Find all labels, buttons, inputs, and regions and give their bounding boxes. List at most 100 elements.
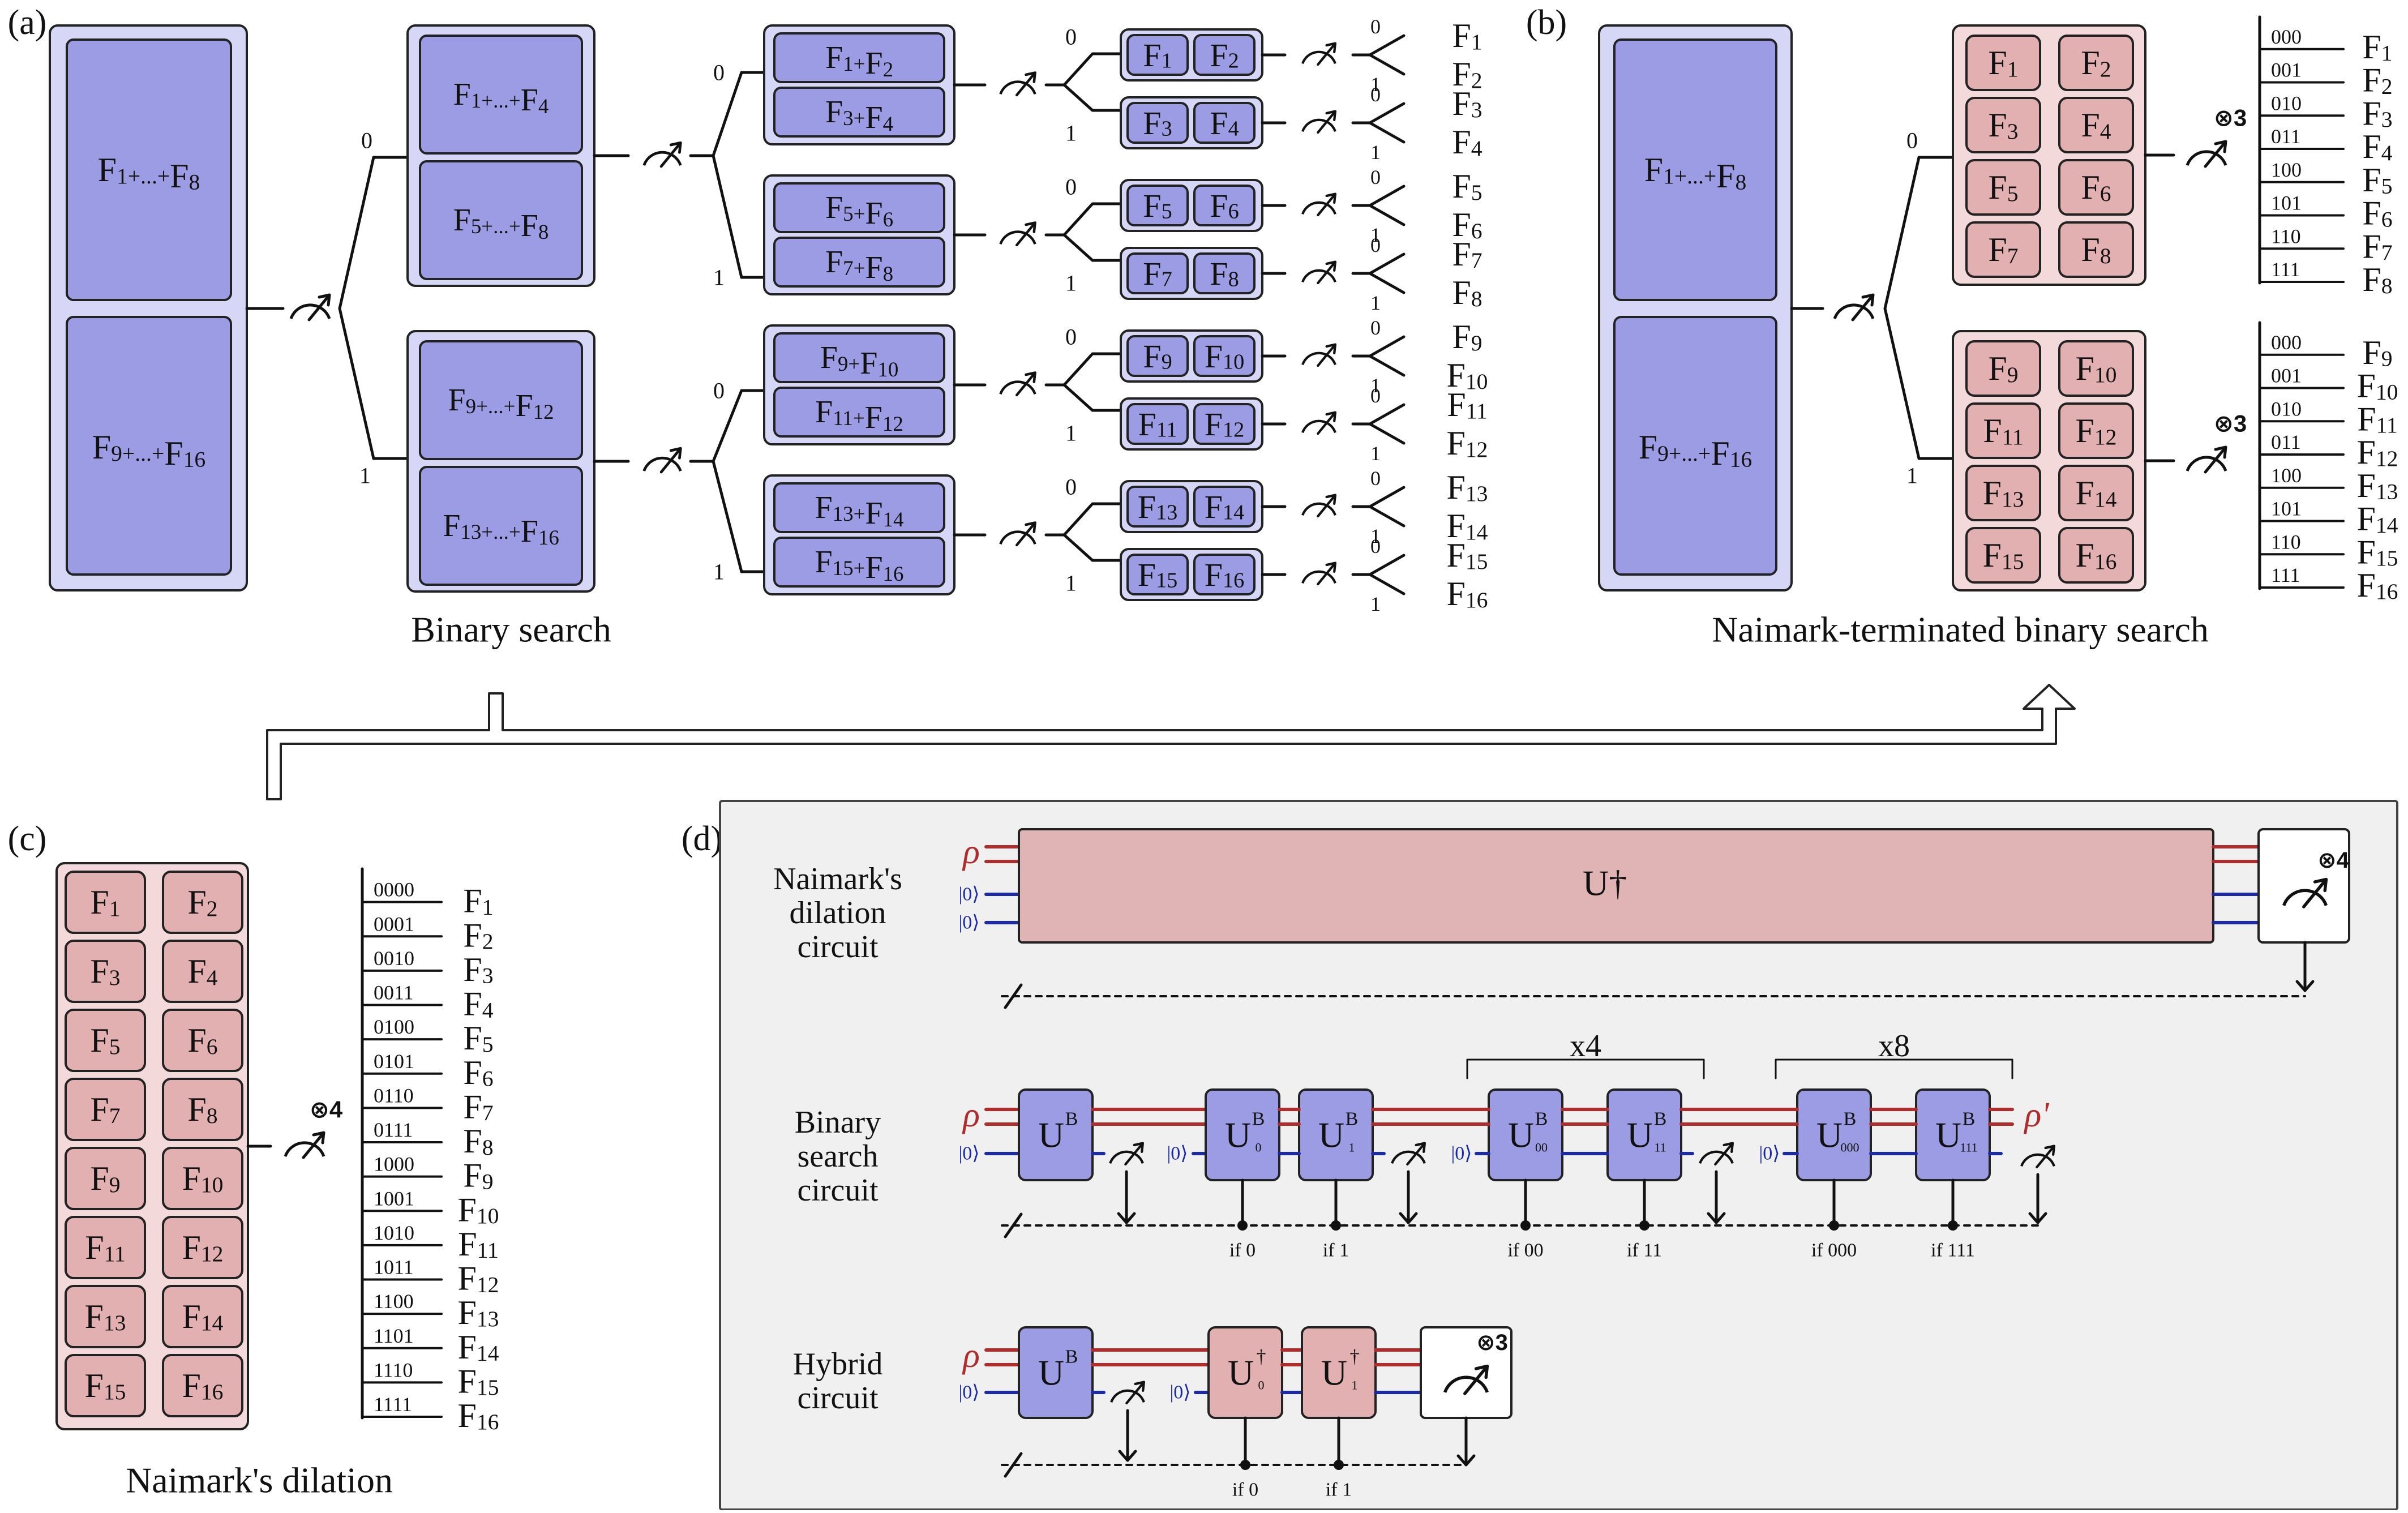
- b-code-1: 001: [2271, 59, 2302, 82]
- b-output-11: F12: [2357, 434, 2398, 471]
- d-r2-gate-2-sub: 00: [1535, 1141, 1548, 1155]
- c-cell-label-2: F3: [90, 953, 120, 990]
- c-cell-11: [162, 1216, 243, 1279]
- panel-label-a: (a): [8, 3, 47, 42]
- a-output-6: F7: [1452, 235, 1482, 273]
- b-cell-label-8: F9: [1988, 350, 2018, 387]
- c-code-9: 1001: [374, 1187, 414, 1210]
- panel-label-c: (c): [8, 820, 47, 858]
- a-l3-fork-up-6: [1351, 486, 1406, 508]
- d-r3-gate-0-sup: †: [1257, 1347, 1266, 1368]
- c-output-3: F4: [463, 985, 493, 1023]
- c-output-6: F7: [463, 1088, 493, 1125]
- a-output-2: F3: [1452, 85, 1482, 122]
- b-code-13: 101: [2271, 498, 2302, 520]
- a-l3-box-2-1: [1193, 185, 1256, 226]
- a-l1-fork-up-0: [689, 71, 766, 157]
- a-big-f1-f8: [66, 38, 232, 301]
- c-cell-label-12: F13: [85, 1298, 126, 1335]
- a-l3-bit0-0: 0: [1370, 15, 1381, 38]
- b-cell-label-0: F1: [1988, 44, 2018, 82]
- a-l2-box-2-1: [773, 387, 945, 438]
- d-r3-meter-1: [1110, 1381, 1146, 1405]
- c-cell-5: [162, 1009, 243, 1072]
- a-l3-box-7-0: [1126, 554, 1189, 595]
- a-l2-box-1-1: [773, 237, 945, 288]
- a-l2-box-3-1: [773, 537, 945, 588]
- d-r2-ctrl-3-dot: [1639, 1220, 1649, 1231]
- b-code-15: 111: [2271, 564, 2300, 586]
- d-r2-readout-4-head: [2028, 1212, 2047, 1224]
- d-r2-gate-2-sup: B: [1535, 1109, 1548, 1130]
- a-l3-fork-down-0: [1368, 53, 1406, 76]
- a-l3-bit0-4: 0: [1370, 316, 1381, 339]
- c-output-0: F1: [463, 882, 493, 920]
- a-output-13: F14: [1447, 507, 1488, 545]
- a-l2-box-3-0: [773, 482, 945, 533]
- a-fork0-up: [338, 156, 409, 310]
- c-cell-label-9: F10: [182, 1160, 224, 1197]
- c-cell-14: [65, 1354, 146, 1417]
- d-r3-gate-0-sub: 0: [1258, 1378, 1265, 1392]
- a-output-7: F8: [1452, 274, 1482, 311]
- a-output-11: F12: [1447, 425, 1488, 462]
- a-output-3: F4: [1452, 123, 1482, 161]
- d-r3-gate-1-sup: †: [1350, 1347, 1360, 1368]
- a-l2-fork-down-2: [1062, 383, 1122, 412]
- a-l3-fork-up-0: [1351, 34, 1406, 57]
- a-l3-fork-up-5: [1351, 403, 1406, 426]
- d-r3-readout-2-head: [1456, 1454, 1476, 1467]
- d-row-2-label-1: circuit: [797, 1381, 878, 1416]
- a-l2-bit0-1: 0: [1065, 174, 1077, 200]
- d-r2-gate-4-sup: B: [1844, 1109, 1857, 1130]
- d-r1-udag-gate: [1018, 828, 2214, 944]
- a-l1-label-0-0: F1+...+F4: [453, 77, 549, 118]
- b-tensor-0: ⊗3: [2214, 105, 2247, 131]
- a-output-10: F11: [1447, 386, 1487, 423]
- b-cell-label-6: F7: [1988, 231, 2018, 268]
- d-r1-meter: [2282, 877, 2328, 908]
- a-l1-bit0-0: 0: [713, 60, 725, 85]
- a-l3-label-7-0: F15: [1138, 556, 1178, 593]
- d-r3-gate-UB-label: U: [1038, 1353, 1064, 1393]
- c-output-1: F2: [463, 916, 493, 954]
- a-l3-meter-6: [1301, 494, 1337, 518]
- b-cell-label-11: F12: [2076, 412, 2117, 449]
- d-r3-tensor: ⊗3: [1476, 1330, 1508, 1355]
- c-code-3: 0011: [374, 981, 414, 1004]
- c-tensor: ⊗4: [310, 1096, 343, 1123]
- c-cell-label-10: F11: [85, 1229, 125, 1266]
- b-code-14: 110: [2271, 530, 2301, 553]
- a-l3-box-4-1: [1193, 335, 1256, 377]
- a-l1-box-0-1: [419, 160, 583, 280]
- d-r2-gate-1-sub: 1: [1349, 1141, 1355, 1155]
- a-l3-box-1-0: [1126, 102, 1189, 144]
- b-cell-label-5: F6: [2081, 169, 2111, 206]
- d-r2-readout-2-head: [1399, 1212, 1418, 1224]
- a-l2-bit1-2: 1: [1065, 421, 1077, 446]
- a-l3-bit0-5: 0: [1370, 384, 1381, 407]
- a-l2-fork-down-1: [1062, 233, 1122, 262]
- a-l3-meter-0: [1301, 42, 1337, 66]
- d-r3-ctrl-1-dot: [1334, 1460, 1344, 1470]
- a-l2-bit1-1: 1: [1065, 271, 1077, 296]
- c-cell-3: [162, 940, 243, 1003]
- d-r2-gate-0-sub: 0: [1256, 1141, 1262, 1155]
- a-l3-box-3-1: [1193, 252, 1256, 294]
- c-cell-7: [162, 1078, 243, 1141]
- d-r3-gate-1-label: U: [1321, 1353, 1347, 1393]
- d-r2-readout-3-head: [1707, 1212, 1726, 1224]
- arrow-a-to-b: [266, 684, 2076, 800]
- a-l3-box-1-1: [1193, 102, 1256, 144]
- c-output-10: F11: [458, 1225, 498, 1263]
- b-code-0: 000: [2271, 25, 2302, 48]
- b-cell-4: [1965, 159, 2041, 216]
- c-cell-13: [162, 1285, 243, 1348]
- c-cell-9: [162, 1147, 243, 1210]
- a-l3-label-1-1: F4: [1210, 105, 1239, 142]
- d-r2-bracket-x4: [1466, 1058, 1705, 1079]
- b-cell-15: [2058, 527, 2134, 584]
- a-l2-box-1-0: [773, 182, 945, 233]
- a-l2-label-0-0: F1+F2: [825, 40, 893, 81]
- a-l3-fork-down-2: [1368, 204, 1406, 226]
